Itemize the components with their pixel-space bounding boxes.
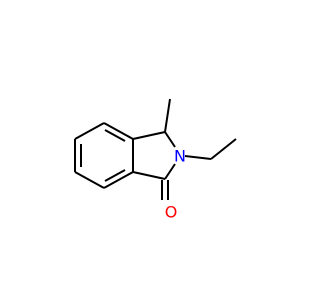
bond-c-carbonyl-c5 (132, 171, 166, 180)
ring-bond-c6-c1 (103, 122, 134, 140)
bond-c-methine-n (164, 131, 176, 148)
nitrogen-atom-label: N (174, 147, 186, 166)
oxygen-atom-label: O (165, 203, 178, 222)
ring-bond-c3-c4 (74, 171, 105, 189)
bond-n-c-carbonyl (164, 163, 176, 180)
bond-c6-c-methine (132, 131, 166, 140)
ring-bond-c4-c5 (103, 171, 134, 189)
molecule-structure-diagram: N O (74, 98, 237, 222)
bond-methyl (164, 98, 171, 133)
ring-inner-bond-2 (104, 169, 126, 182)
bond-ethyl-ch2-ch3 (210, 138, 237, 160)
bond-n-ethyl-ch2 (184, 155, 212, 160)
bond-lines (74, 98, 237, 200)
ring-bond-c1-c2 (74, 122, 105, 140)
atom-labels: N O (165, 147, 186, 222)
ring-inner-bond-3 (104, 129, 126, 142)
